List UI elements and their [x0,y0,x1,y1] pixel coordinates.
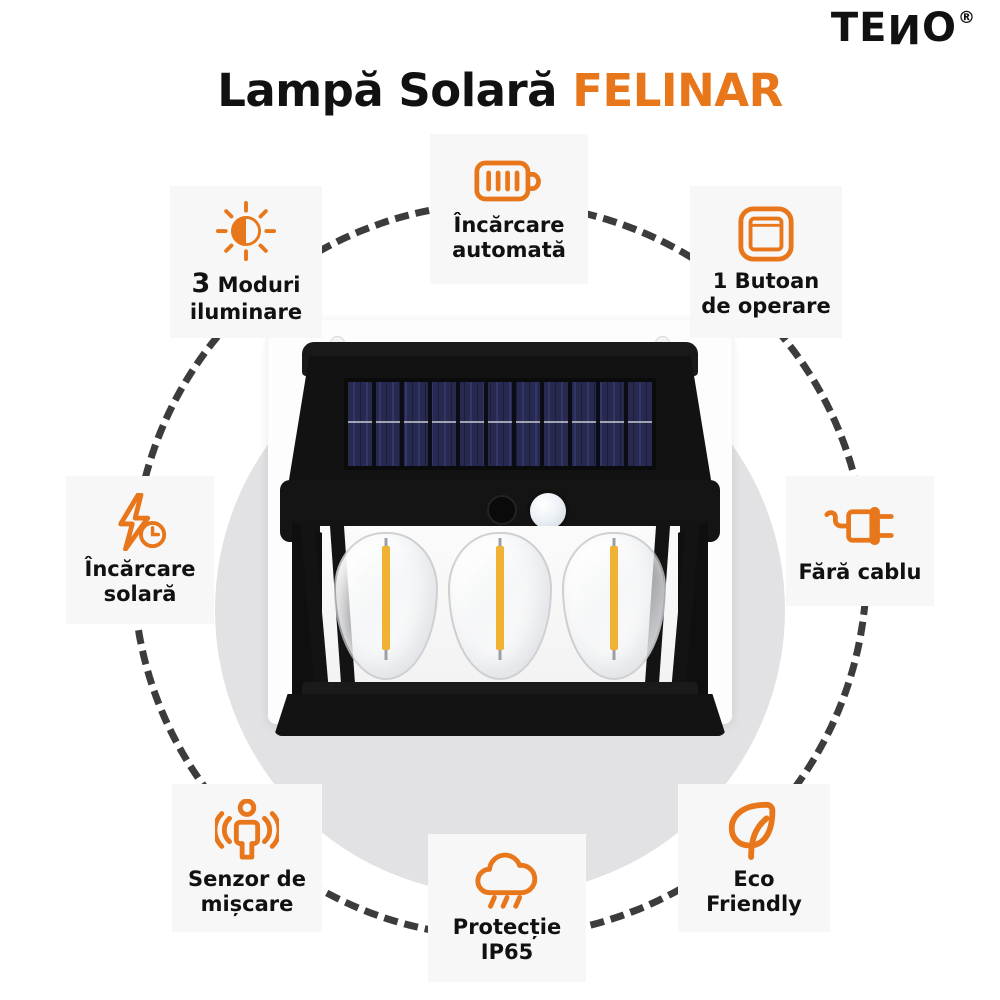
feature-badge-solar-charge: Încărcare solară [66,476,214,624]
feature-label-eco: Eco Friendly [706,867,802,916]
feature-badge-ip65: Protecție IP65 [428,834,586,982]
light-bulb [448,532,552,680]
page-title-black: Lampă Solară [217,64,558,117]
feature-label-one-button: 1 Butoan de operare [701,269,831,318]
feature-badge-one-button: 1 Butoan de operare [690,186,842,338]
rain-cloud-icon [472,851,542,909]
feature-badge-eco: Eco Friendly [678,784,830,932]
motion-sensor-icon [212,798,282,861]
light-bulb [334,532,438,680]
feature-badge-motion-sensor: Senzor de mișcare [172,784,322,932]
logo-text-part2: O [921,5,957,51]
switch-button-icon [737,205,795,263]
solar-panel [344,378,656,470]
logo-text-flipped-n: N [887,5,922,51]
leaf-icon [725,799,783,861]
logo-text-part1: TE [830,5,888,51]
feature-label-solar-charge: Încărcare solară [84,557,196,606]
bulb-filament [610,546,618,650]
page-title-accent: FELINAR [572,64,783,117]
feature-badge-no-cable: Fără cablu [786,476,934,606]
lamp-base [274,694,726,736]
light-bulb [562,532,666,680]
bulb-filament [382,546,390,650]
lightning-clock-icon [109,492,171,552]
power-button-icon [487,495,517,525]
feature-label-auto-charge: Încărcare automată [452,213,566,262]
battery-icon [474,155,544,207]
unplugged-plug-icon [824,498,896,554]
feature-badge-modes: 3 Moduri iluminare [170,186,322,338]
registered-trademark-icon: ® [958,8,976,28]
feature-label-motion-sensor: Senzor de mișcare [188,867,306,916]
feature-label-modes: 3 Moduri iluminare [189,267,303,324]
bulb-filament [496,546,504,650]
product-image-solar-lamp [240,320,760,780]
feature-label-no-cable: Fără cablu [798,559,922,584]
solar-panel-cells [348,382,652,466]
feature-badge-auto-charge: Încărcare automată [430,134,588,284]
lamp-glass-cage [292,522,708,706]
brightness-sun-icon [215,200,277,262]
page-title: Lampă Solară FELINAR [0,64,1000,117]
feature-label-ip65: Protecție IP65 [452,915,562,964]
